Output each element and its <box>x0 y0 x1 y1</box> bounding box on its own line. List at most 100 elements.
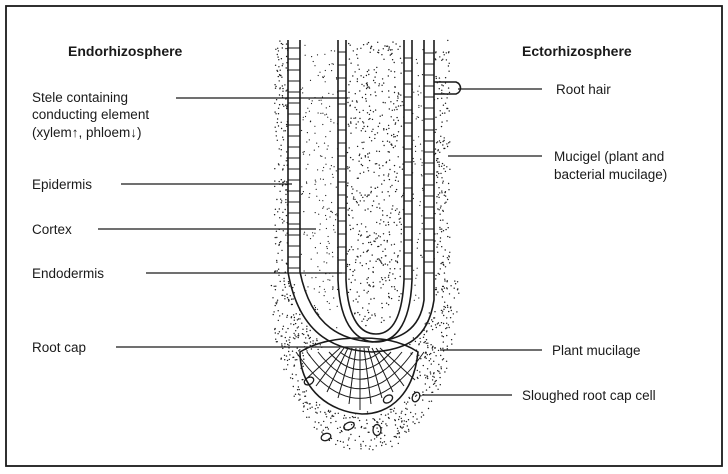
stipple-dot <box>397 100 398 101</box>
stipple-dot <box>301 186 302 187</box>
stipple-dot <box>340 427 341 428</box>
stipple-dot <box>393 147 394 148</box>
stipple-dot <box>282 65 283 66</box>
stipple-dot <box>412 421 413 422</box>
stipple-dot <box>386 162 387 163</box>
stipple-dot <box>285 194 286 195</box>
stipple-dot <box>363 172 364 173</box>
endodermis-cells <box>338 52 412 279</box>
stipple-dot <box>379 223 380 224</box>
stipple-dot <box>395 43 396 44</box>
stipple-dot <box>326 416 327 417</box>
stipple-dot <box>368 69 369 70</box>
stipple-dot <box>316 143 317 144</box>
stipple-dot <box>298 337 299 338</box>
stipple-dot <box>362 197 363 198</box>
stipple-dot <box>366 423 367 424</box>
stipple-dot <box>427 354 428 355</box>
stipple-dot <box>388 222 389 223</box>
stipple-dot <box>447 307 448 308</box>
stipple-dot <box>397 261 398 262</box>
stipple-dot <box>442 262 443 263</box>
stipple-dot <box>446 317 447 318</box>
stipple-dot <box>348 437 349 438</box>
stipple-dot <box>396 173 397 174</box>
stipple-dot <box>310 330 311 331</box>
stipple-dot <box>288 345 289 346</box>
stipple-dot <box>447 305 448 306</box>
stipple-dot <box>330 131 331 132</box>
stipple-dot <box>286 56 287 57</box>
stipple-dot <box>442 311 443 312</box>
stipple-dot <box>347 102 348 103</box>
stipple-dot <box>283 165 284 166</box>
stipple-dot <box>351 193 352 194</box>
stipple-dot <box>352 100 353 101</box>
stipple-dot <box>426 343 427 344</box>
stipple-dot <box>417 91 418 92</box>
stipple-dot <box>279 104 280 105</box>
stipple-dot <box>367 87 368 88</box>
stipple-dot <box>331 416 332 417</box>
stipple-dot <box>299 399 300 400</box>
stipple-dot <box>441 368 442 369</box>
stipple-dot <box>367 195 368 196</box>
stipple-dot <box>383 174 384 175</box>
label-epidermis: Epidermis <box>32 177 92 192</box>
stipple-dot <box>332 157 333 158</box>
stipple-dot <box>398 105 399 106</box>
stipple-dot <box>319 100 320 101</box>
stipple-dot <box>391 259 392 260</box>
stipple-dot <box>377 421 378 422</box>
stipple-dot <box>323 167 324 168</box>
stipple-dot <box>350 229 351 230</box>
stipple-dot <box>441 335 442 336</box>
stipple-dot <box>431 401 432 402</box>
stipple-dot <box>388 125 389 126</box>
stipple-dot <box>439 229 440 230</box>
stipple-dot <box>390 409 391 410</box>
stipple-dot <box>426 358 427 359</box>
stipple-dot <box>379 168 380 169</box>
stipple-dot <box>440 207 441 208</box>
stipple-dot <box>355 299 356 300</box>
stipple-dot <box>386 425 387 426</box>
stipple-dot <box>381 54 382 55</box>
stipple-dot <box>391 446 392 447</box>
stipple-dot <box>302 363 303 364</box>
stipple-dot <box>435 76 436 77</box>
stipple-dot <box>395 260 396 261</box>
stipple-dot <box>388 304 389 305</box>
stipple-dot <box>377 42 378 43</box>
stipple-dot <box>413 337 414 338</box>
stipple-dot <box>310 80 311 81</box>
stipple-dot <box>393 410 394 411</box>
stipple-dot <box>424 375 425 376</box>
stipple-dot <box>454 334 455 335</box>
stipple-dot <box>347 166 348 167</box>
stipple-dot <box>368 242 369 243</box>
stipple-dot <box>439 152 440 153</box>
stipple-dot <box>435 153 436 154</box>
stipple-dot <box>324 295 325 296</box>
stipple-dot <box>402 101 403 102</box>
stipple-dot <box>314 150 315 151</box>
stipple-dot <box>337 440 338 441</box>
stipple-dot <box>324 143 325 144</box>
stipple-dot <box>370 48 371 49</box>
stipple-dot <box>363 77 364 78</box>
stipple-dot <box>286 67 287 68</box>
stipple-dot <box>399 212 400 213</box>
stipple-dot <box>395 122 396 123</box>
stipple-dot <box>280 70 281 71</box>
stipple-dot <box>299 314 300 315</box>
stipple-dot <box>357 256 358 257</box>
stipple-dot <box>331 50 332 51</box>
stipple-dot <box>398 92 399 93</box>
stipple-dot <box>347 185 348 186</box>
stipple-dot <box>333 229 334 230</box>
stipple-dot <box>335 232 336 233</box>
stipple-dot <box>315 277 316 278</box>
stipple-dot <box>329 64 330 65</box>
stipple-dot <box>408 429 409 430</box>
